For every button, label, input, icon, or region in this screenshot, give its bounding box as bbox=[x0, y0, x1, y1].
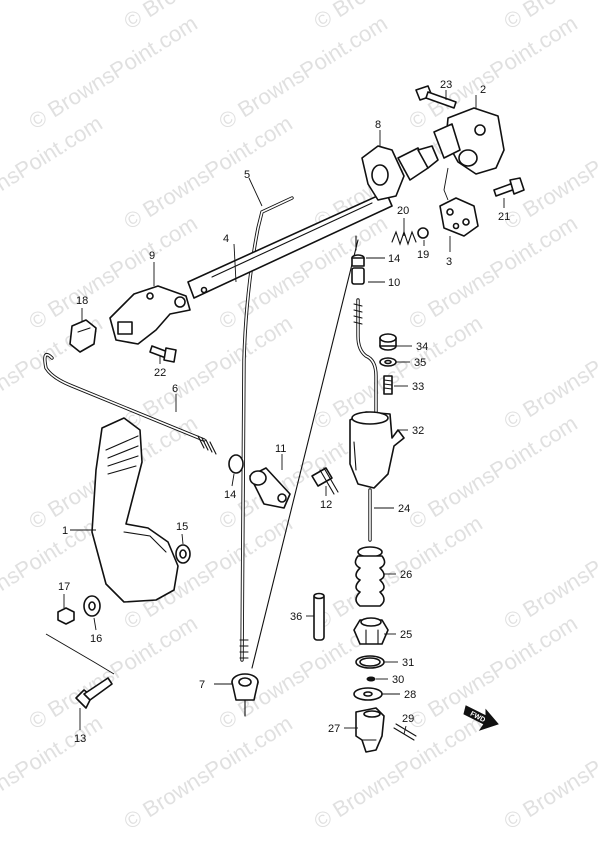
callout-14-upper: 14 bbox=[388, 253, 400, 265]
callout-15: 15 bbox=[176, 521, 188, 533]
callout-14-lower: 14 bbox=[224, 489, 236, 501]
washer-16 bbox=[83, 595, 101, 617]
callout-8: 8 bbox=[375, 119, 381, 131]
watermark-text: © BrownsPoint.com bbox=[24, 10, 201, 134]
watermark-text: © BrownsPoint.com bbox=[119, 710, 296, 834]
callout-13: 13 bbox=[74, 733, 86, 745]
watermark-text: © BrownsPoint.com bbox=[404, 410, 581, 534]
callout-3: 3 bbox=[446, 256, 452, 268]
callout-29: 29 bbox=[402, 713, 414, 725]
nut-34 bbox=[379, 333, 397, 351]
watermark-text: © BrownsPoint.com bbox=[0, 0, 107, 34]
washer-28 bbox=[353, 687, 383, 701]
callout-30: 30 bbox=[392, 674, 404, 686]
watermark-text: © BrownsPoint.com bbox=[119, 110, 296, 234]
watermark-text: © BrownsPoint.com bbox=[594, 610, 600, 734]
watermark-text: © BrownsPoint.com bbox=[499, 510, 600, 634]
callout-28: 28 bbox=[404, 689, 416, 701]
bolt-23 bbox=[415, 85, 457, 109]
bellows-26 bbox=[354, 546, 386, 607]
watermark-text: © BrownsPoint.com bbox=[24, 610, 201, 734]
callout-35: 35 bbox=[414, 357, 426, 369]
callout-36: 36 bbox=[290, 611, 302, 623]
cam-plate bbox=[439, 197, 479, 237]
watermark-text: © BrownsPoint.com bbox=[119, 0, 296, 34]
watermark-text: © BrownsPoint.com bbox=[594, 410, 600, 534]
callout-33: 33 bbox=[412, 381, 424, 393]
bolt-21 bbox=[493, 177, 525, 197]
callout-6: 6 bbox=[172, 383, 178, 395]
callout-9: 9 bbox=[149, 250, 155, 262]
shift-shaft bbox=[187, 191, 393, 299]
shift-rod bbox=[239, 196, 294, 662]
watermark-text: © BrownsPoint.com bbox=[499, 310, 600, 434]
nut-25 bbox=[353, 617, 389, 645]
callout-19: 19 bbox=[417, 249, 429, 261]
callout-16: 16 bbox=[90, 633, 102, 645]
link-joint bbox=[249, 467, 291, 509]
watermark-text: © BrownsPoint.com bbox=[309, 510, 486, 634]
callout-layer: 1 2 3 4 5 6 7 8 9 10 11 12 13 14 14 15 1… bbox=[58, 79, 510, 745]
ball-19 bbox=[417, 227, 429, 239]
callout-10: 10 bbox=[388, 277, 400, 289]
bolt-22 bbox=[149, 345, 177, 363]
shift-lever-bracket bbox=[361, 145, 439, 201]
washer-35 bbox=[379, 357, 397, 367]
callout-22: 22 bbox=[154, 367, 166, 379]
bracket-27 bbox=[355, 707, 385, 753]
nut-17 bbox=[57, 607, 75, 625]
clip-18 bbox=[69, 319, 97, 353]
watermark-text: © BrownsPoint.com bbox=[499, 710, 600, 834]
bolt-13 bbox=[75, 677, 113, 709]
watermark-text: © BrownsPoint.com bbox=[309, 0, 486, 34]
boot-7 bbox=[231, 673, 259, 717]
callout-31: 31 bbox=[402, 657, 414, 669]
collar-14-lower bbox=[228, 454, 244, 474]
shift-handle bbox=[91, 417, 179, 603]
callout-27: 27 bbox=[328, 723, 340, 735]
watermark-text: © BrownsPoint.com bbox=[499, 110, 600, 234]
shift-pin bbox=[351, 235, 365, 285]
leader-lines bbox=[63, 90, 505, 735]
housing-32 bbox=[349, 411, 405, 489]
callout-4: 4 bbox=[223, 233, 229, 245]
callout-2: 2 bbox=[480, 84, 486, 96]
callout-5: 5 bbox=[244, 169, 250, 181]
callout-26: 26 bbox=[400, 569, 412, 581]
o-ring-31 bbox=[355, 655, 385, 669]
washer-30 bbox=[366, 676, 376, 682]
callout-24: 24 bbox=[398, 503, 410, 515]
screw-12 bbox=[311, 467, 339, 495]
callout-21: 21 bbox=[498, 211, 510, 223]
bolt-33 bbox=[383, 375, 393, 395]
watermark-text: © BrownsPoint.com bbox=[404, 610, 581, 734]
shift-link bbox=[109, 285, 191, 345]
callout-23: 23 bbox=[440, 79, 452, 91]
watermark-text: © BrownsPoint.com bbox=[594, 10, 600, 134]
watermark-text: © BrownsPoint.com bbox=[0, 710, 107, 834]
watermark-text: © BrownsPoint.com bbox=[214, 10, 391, 134]
callout-18: 18 bbox=[76, 295, 88, 307]
watermark-text: © BrownsPoint.com bbox=[594, 210, 600, 334]
callout-11: 11 bbox=[275, 443, 286, 455]
watermark-text: © BrownsPoint.com bbox=[0, 110, 107, 234]
callout-7: 7 bbox=[199, 679, 205, 691]
callout-17: 17 bbox=[58, 581, 70, 593]
washer-15 bbox=[175, 544, 191, 564]
callout-20: 20 bbox=[397, 205, 409, 217]
callout-32: 32 bbox=[412, 425, 424, 437]
pin-36 bbox=[313, 592, 325, 641]
watermark-text: © BrownsPoint.com bbox=[404, 210, 581, 334]
alignment-line bbox=[251, 239, 359, 669]
callout-34: 34 bbox=[416, 341, 428, 353]
callout-12: 12 bbox=[320, 499, 332, 511]
rod-24 bbox=[353, 298, 378, 542]
callout-1: 1 bbox=[62, 525, 68, 537]
callout-25: 25 bbox=[400, 629, 412, 641]
cam-lever bbox=[433, 107, 505, 175]
shift-rod-6 bbox=[43, 353, 217, 455]
